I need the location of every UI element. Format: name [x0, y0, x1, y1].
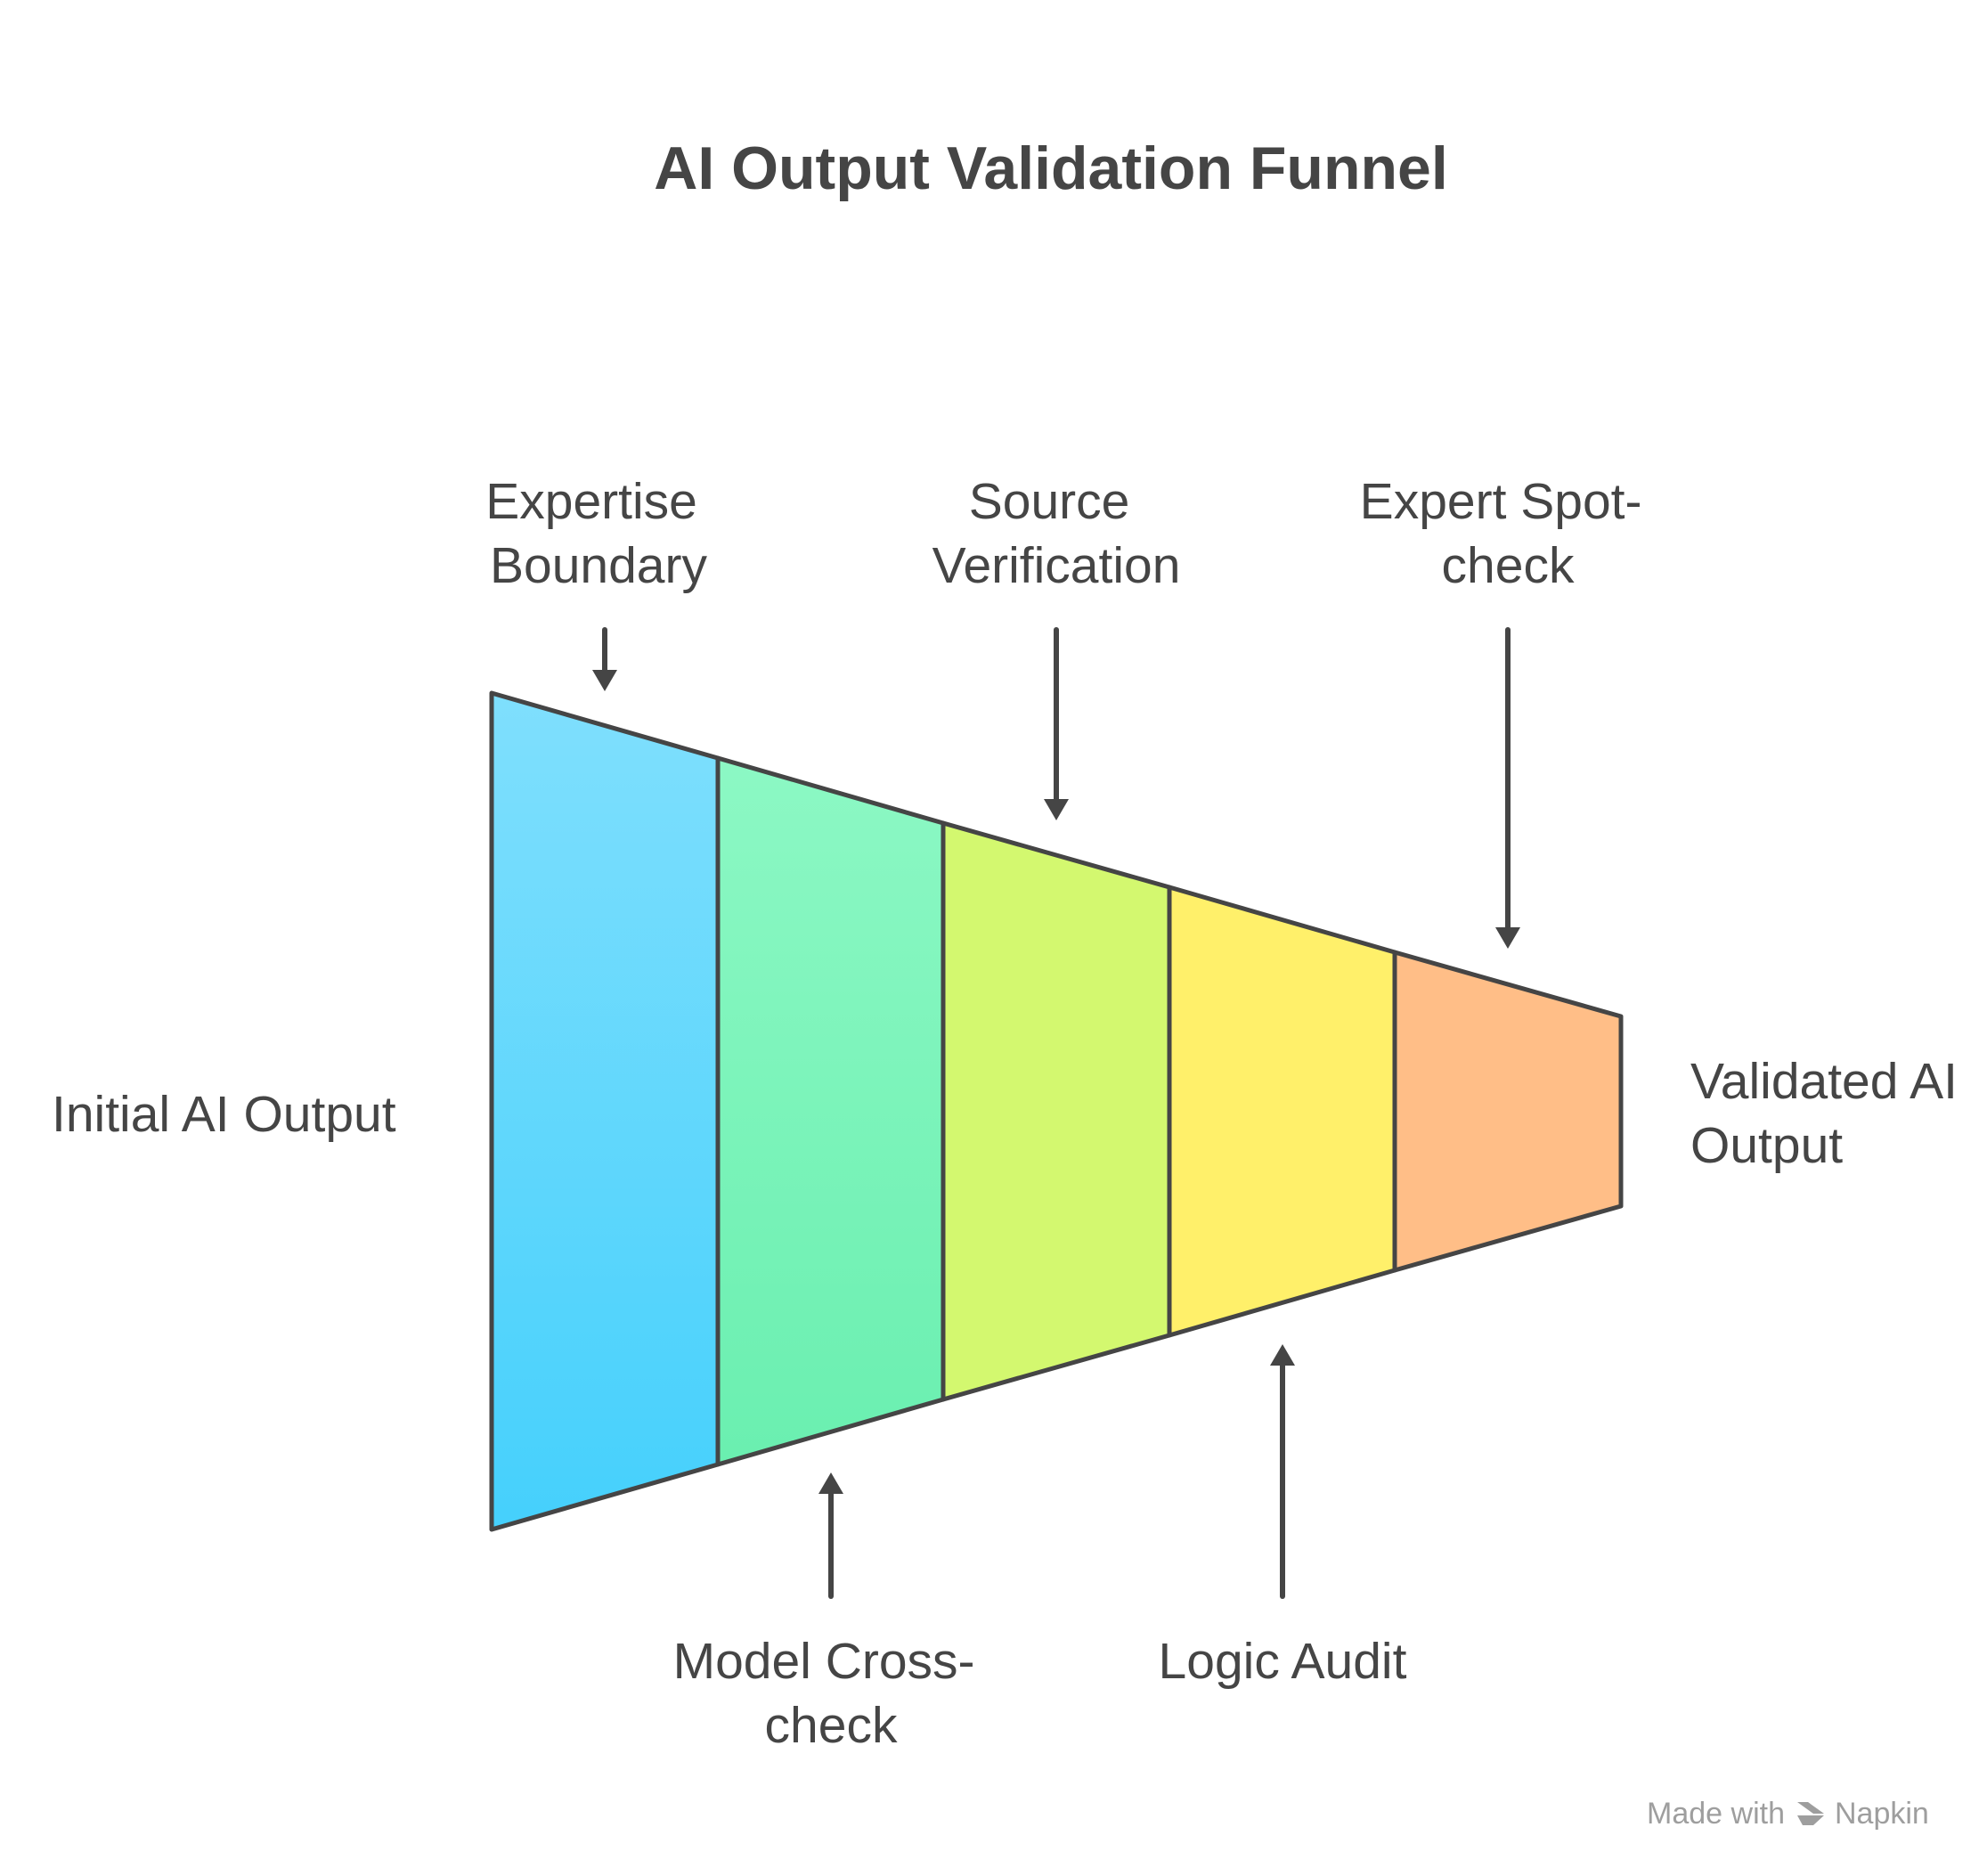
funnel-segment-logic-audit — [1167, 885, 1397, 1338]
arrow-model-cross-check — [818, 1472, 843, 1599]
label-model-cross-check-line-2: check — [765, 1697, 898, 1754]
footer-attribution: Made with Napkin — [1647, 1797, 1929, 1831]
arrow-logic-audit — [1270, 1344, 1295, 1599]
label-expertise-boundary-line-2: Boundary — [490, 537, 708, 594]
arrow-source-verification — [1044, 627, 1069, 820]
label-model-cross-check-line-1: Model Cross- — [673, 1633, 975, 1690]
label-expert-spot-check: Expert Spot- check — [1360, 473, 1657, 594]
napkin-logo-icon — [1797, 1802, 1824, 1825]
arrow-expertise-boundary — [592, 627, 617, 691]
footer-napkin-brand: Napkin — [1835, 1797, 1929, 1831]
funnel-segment-expertise-boundary — [489, 690, 721, 1532]
diagram-title: AI Output Validation Funnel — [654, 135, 1448, 202]
label-source-verification-line-2: Verification — [932, 537, 1181, 594]
label-source-verification-line-1: Source — [969, 473, 1130, 530]
funnel — [489, 690, 1624, 1532]
label-logic-audit: Logic Audit — [1159, 1633, 1407, 1690]
label-expertise-boundary-line-1: Expertise — [485, 473, 697, 530]
footer-made-with: Made with — [1647, 1797, 1785, 1831]
label-expertise-boundary: Expertise Boundary — [485, 473, 711, 594]
label-validated-ai-output: Validated AI Output — [1690, 1053, 1972, 1174]
label-model-cross-check: Model Cross- check — [673, 1633, 989, 1754]
label-expert-spot-check-line-2: check — [1442, 537, 1575, 594]
label-source-verification: Source Verification — [932, 473, 1181, 594]
label-initial-ai-output: Initial AI Output — [52, 1086, 396, 1143]
funnel-segment-model-cross-check — [715, 755, 946, 1467]
label-validated-ai-output-line-2: Output — [1690, 1117, 1843, 1174]
funnel-segment-expert-spot-check — [1392, 950, 1624, 1273]
label-expert-spot-check-line-1: Expert Spot- — [1360, 473, 1642, 530]
funnel-segment-source-verification — [941, 820, 1172, 1402]
arrow-expert-spot-check — [1495, 627, 1520, 949]
label-validated-ai-output-line-1: Validated AI — [1690, 1053, 1958, 1110]
